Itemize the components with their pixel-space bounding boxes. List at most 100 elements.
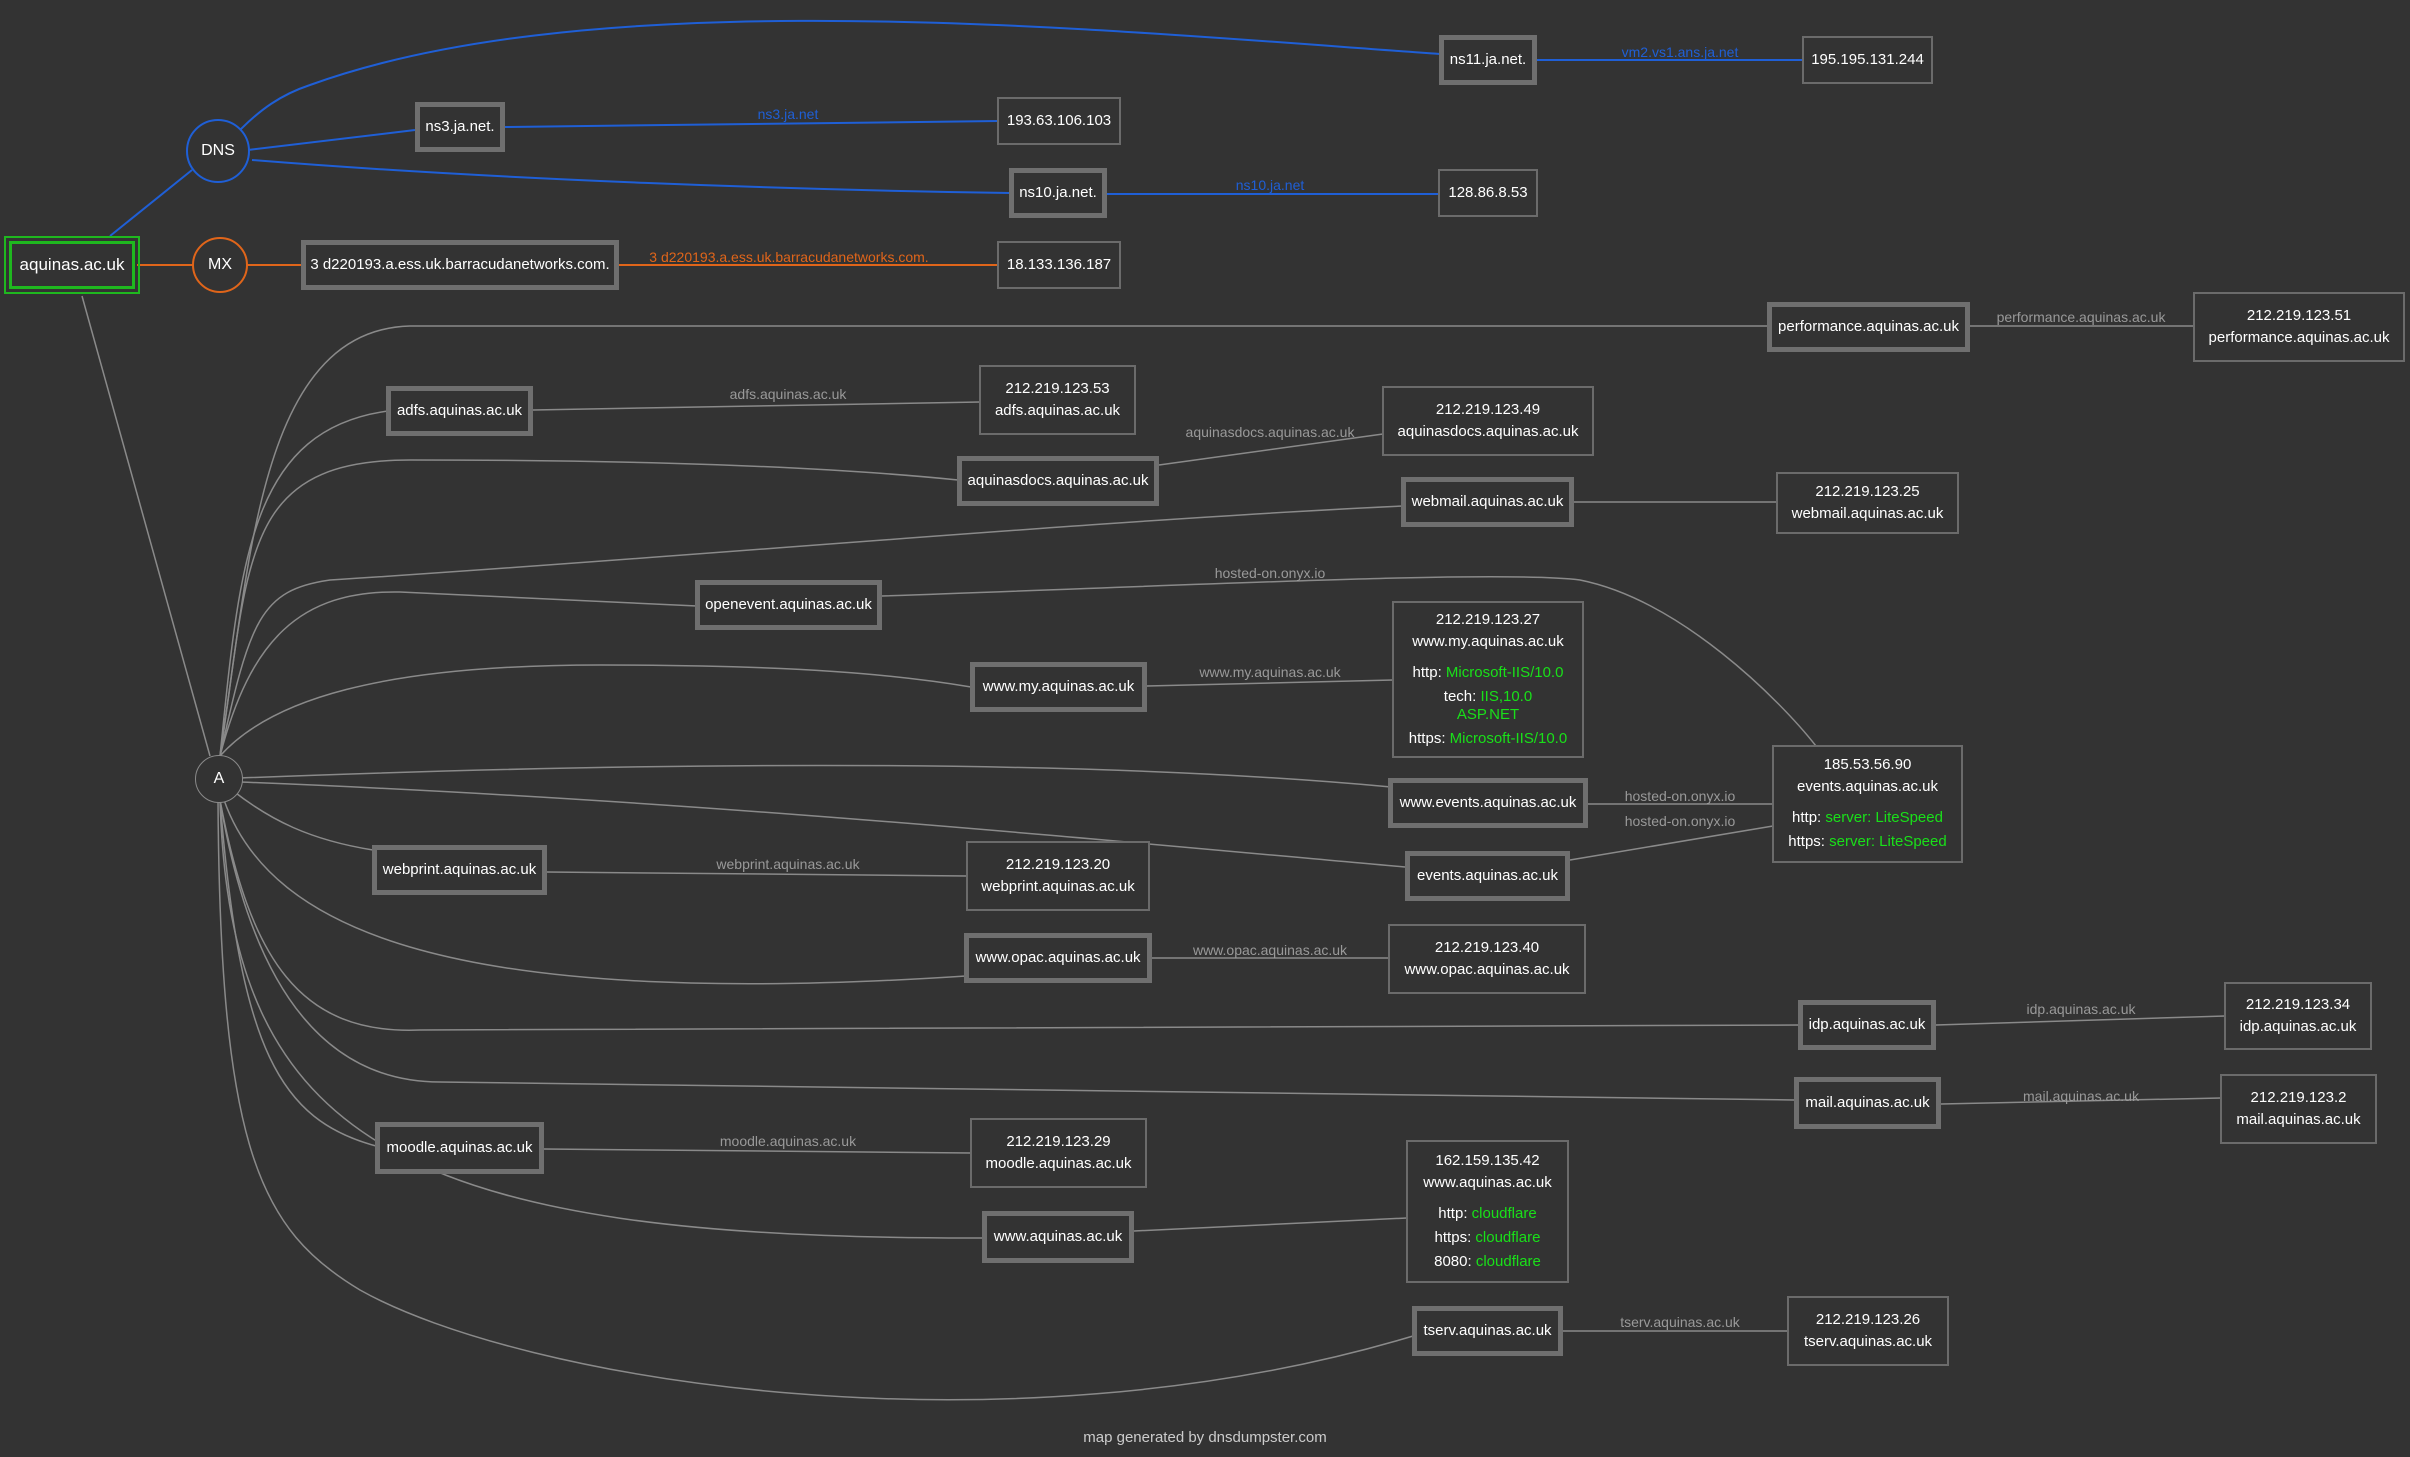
ip-hostname: moodle.aquinas.ac.uk bbox=[985, 1155, 1132, 1172]
edge-a-events bbox=[239, 781, 1406, 868]
ip-hostname: www.opac.aquinas.ac.uk bbox=[1404, 961, 1570, 978]
edge-label-wwwevents: hosted-on.onyx.io bbox=[1625, 788, 1736, 804]
service-https: https: Microsoft-IIS/10.0 bbox=[1408, 729, 1568, 747]
edge-label-adfs: adfs.aquinas.ac.uk bbox=[730, 386, 848, 402]
edge-label-mx: 3 d220193.a.ess.uk.barracudanetworks.com… bbox=[649, 249, 928, 265]
edge-webprint-ip bbox=[546, 871, 968, 877]
host-node-ns10[interactable]: ns10.ja.net. bbox=[1009, 168, 1107, 218]
ip-address: 212.219.123.2 bbox=[2250, 1089, 2347, 1106]
host-node-events[interactable]: events.aquinas.ac.uk bbox=[1405, 851, 1570, 901]
ip-address: 128.86.8.53 bbox=[1448, 184, 1528, 201]
host-node-moodle[interactable]: moodle.aquinas.ac.uk bbox=[375, 1122, 544, 1174]
ip-box-mail[interactable]: 212.219.123.2 mail.aquinas.ac.uk bbox=[2220, 1074, 2377, 1144]
edge-label-moodle: moodle.aquinas.ac.uk bbox=[720, 1133, 857, 1149]
edge-www-ip bbox=[1133, 1217, 1408, 1232]
host-node-tserv[interactable]: tserv.aquinas.ac.uk bbox=[1412, 1306, 1563, 1356]
ip-box-aquinasdocs[interactable]: 212.219.123.49 aquinasdocs.aquinas.ac.uk bbox=[1382, 386, 1594, 456]
ip-hostname: tserv.aquinas.ac.uk bbox=[1803, 1333, 1933, 1350]
ip-hostname: www.aquinas.ac.uk bbox=[1423, 1173, 1552, 1191]
edge-label-webprint: webprint.aquinas.ac.uk bbox=[715, 856, 860, 872]
host-node-ns11[interactable]: ns11.ja.net. bbox=[1439, 35, 1537, 85]
ip-address: 212.219.123.29 bbox=[1006, 1133, 1111, 1150]
host-node-wwwmy[interactable]: www.my.aquinas.ac.uk bbox=[970, 662, 1147, 712]
ip-hostname: www.my.aquinas.ac.uk bbox=[1412, 632, 1564, 650]
ip-hostname: adfs.aquinas.ac.uk bbox=[994, 402, 1121, 419]
ip-hostname: webmail.aquinas.ac.uk bbox=[1791, 505, 1944, 522]
ip-address: 212.219.123.51 bbox=[2246, 307, 2352, 324]
host-node-webprint[interactable]: webprint.aquinas.ac.uk bbox=[372, 845, 547, 895]
host-node-aquinasdocs[interactable]: aquinasdocs.aquinas.ac.uk bbox=[957, 456, 1159, 506]
edge-label-aquinasdocs: aquinasdocs.aquinas.ac.uk bbox=[1186, 424, 1356, 440]
ip-box-mx[interactable]: 18.133.136.187 bbox=[997, 241, 1121, 289]
ip-box-webmail[interactable]: 212.219.123.25 webmail.aquinas.ac.uk bbox=[1776, 472, 1959, 534]
edge-wwwmy-ip bbox=[1146, 679, 1394, 687]
edge-a-wwwmy bbox=[219, 664, 972, 757]
edge-idp-ip bbox=[1935, 1015, 2226, 1026]
dns-hub-node[interactable]: DNS bbox=[186, 119, 250, 183]
root-domain-node[interactable]: aquinas.ac.uk bbox=[4, 236, 140, 294]
edge-label-ns3: ns3.ja.net bbox=[758, 106, 819, 122]
ip-box-ns10[interactable]: 128.86.8.53 bbox=[1438, 169, 1538, 217]
ip-box-ns11[interactable]: 195.195.131.244 bbox=[1802, 36, 1933, 84]
ip-box-ns3[interactable]: 193.63.106.103 bbox=[997, 97, 1121, 145]
host-node-openevent[interactable]: openevent.aquinas.ac.uk bbox=[695, 580, 882, 630]
host-node-performance[interactable]: performance.aquinas.ac.uk bbox=[1767, 302, 1970, 352]
ip-box-webprint[interactable]: 212.219.123.20 webprint.aquinas.ac.uk bbox=[966, 841, 1150, 911]
ip-address: 212.219.123.27 bbox=[1435, 610, 1541, 628]
edge-a-openevent bbox=[219, 591, 698, 757]
ip-address: 212.219.123.34 bbox=[2245, 996, 2351, 1013]
host-node-webmail[interactable]: webmail.aquinas.ac.uk bbox=[1401, 477, 1574, 527]
edge-label-ns11: vm2.vs1.ans.ja.net bbox=[1622, 44, 1739, 60]
ip-box-idp[interactable]: 212.219.123.34 idp.aquinas.ac.uk bbox=[2224, 982, 2372, 1050]
host-node-mx[interactable]: 3 d220193.a.ess.uk.barracudanetworks.com… bbox=[301, 240, 619, 290]
ip-address: 212.219.123.26 bbox=[1815, 1311, 1921, 1328]
host-node-idp[interactable]: idp.aquinas.ac.uk bbox=[1798, 1000, 1936, 1050]
ip-address: 162.159.135.42 bbox=[1435, 1151, 1540, 1169]
a-hub-node[interactable]: A bbox=[195, 755, 243, 803]
ip-box-www[interactable]: 162.159.135.42 www.aquinas.ac.uk http: c… bbox=[1406, 1140, 1569, 1283]
service-https: https: cloudflare bbox=[1434, 1228, 1541, 1246]
ip-box-performance[interactable]: 212.219.123.51 performance.aquinas.ac.uk bbox=[2193, 292, 2405, 362]
host-node-wwwevents[interactable]: www.events.aquinas.ac.uk bbox=[1388, 778, 1588, 828]
edge-dns-ns3 bbox=[247, 129, 416, 151]
edge-ns3-ip bbox=[504, 120, 1000, 128]
edge-label-events: hosted-on.onyx.io bbox=[1625, 813, 1736, 829]
host-node-wwwopac[interactable]: www.opac.aquinas.ac.uk bbox=[964, 933, 1152, 983]
edge-a-mail bbox=[219, 799, 1795, 1101]
ip-box-wwwmy[interactable]: 212.219.123.27 www.my.aquinas.ac.uk http… bbox=[1392, 601, 1584, 758]
ip-address: 195.195.131.244 bbox=[1811, 51, 1924, 68]
ip-hostname: performance.aquinas.ac.uk bbox=[2208, 329, 2390, 346]
ip-box-wwwopac[interactable]: 212.219.123.40 www.opac.aquinas.ac.uk bbox=[1388, 924, 1586, 994]
edge-openevent-ip bbox=[881, 575, 1817, 747]
ip-box-moodle[interactable]: 212.219.123.29 moodle.aquinas.ac.uk bbox=[970, 1118, 1147, 1188]
ip-address: 212.219.123.25 bbox=[1815, 483, 1920, 500]
ip-hostname: mail.aquinas.ac.uk bbox=[2236, 1111, 2361, 1128]
edge-aquinasdocs-ip bbox=[1158, 433, 1384, 466]
edge-a-webmail bbox=[219, 505, 1404, 757]
mx-hub-node[interactable]: MX bbox=[192, 237, 248, 293]
footer-credit: map generated by dnsdumpster.com bbox=[1083, 1429, 1327, 1446]
edge-moodle-ip bbox=[543, 1148, 972, 1154]
ip-address: 212.219.123.20 bbox=[1005, 856, 1111, 873]
edge-dns-ns11 bbox=[239, 19, 1441, 131]
host-node-adfs[interactable]: adfs.aquinas.ac.uk bbox=[386, 386, 533, 436]
service-http: http: Microsoft-IIS/10.0 bbox=[1412, 663, 1564, 681]
ip-address: 212.219.123.53 bbox=[1005, 380, 1110, 397]
host-node-www[interactable]: www.aquinas.ac.uk bbox=[982, 1211, 1134, 1263]
host-node-mail[interactable]: mail.aquinas.ac.uk bbox=[1794, 1077, 1941, 1129]
service-8080: 8080: cloudflare bbox=[1434, 1252, 1541, 1270]
edge-events-ip bbox=[1569, 825, 1774, 861]
edge-a-tserv bbox=[217, 799, 1414, 1401]
ip-hostname: webprint.aquinas.ac.uk bbox=[981, 878, 1135, 895]
host-node-ns3[interactable]: ns3.ja.net. bbox=[415, 102, 505, 152]
ip-box-events[interactable]: 185.53.56.90 events.aquinas.ac.uk http: … bbox=[1772, 745, 1963, 863]
service-http: http: server: LiteSpeed bbox=[1792, 809, 1943, 826]
edge-a-wwwevents bbox=[239, 764, 1392, 788]
ip-box-adfs[interactable]: 212.219.123.53 adfs.aquinas.ac.uk bbox=[979, 365, 1136, 435]
ip-box-tserv[interactable]: 212.219.123.26 tserv.aquinas.ac.uk bbox=[1787, 1296, 1949, 1366]
edge-adfs-ip bbox=[532, 401, 981, 411]
ip-hostname: aquinasdocs.aquinas.ac.uk bbox=[1397, 423, 1579, 440]
ip-address: 18.133.136.187 bbox=[1006, 256, 1112, 273]
